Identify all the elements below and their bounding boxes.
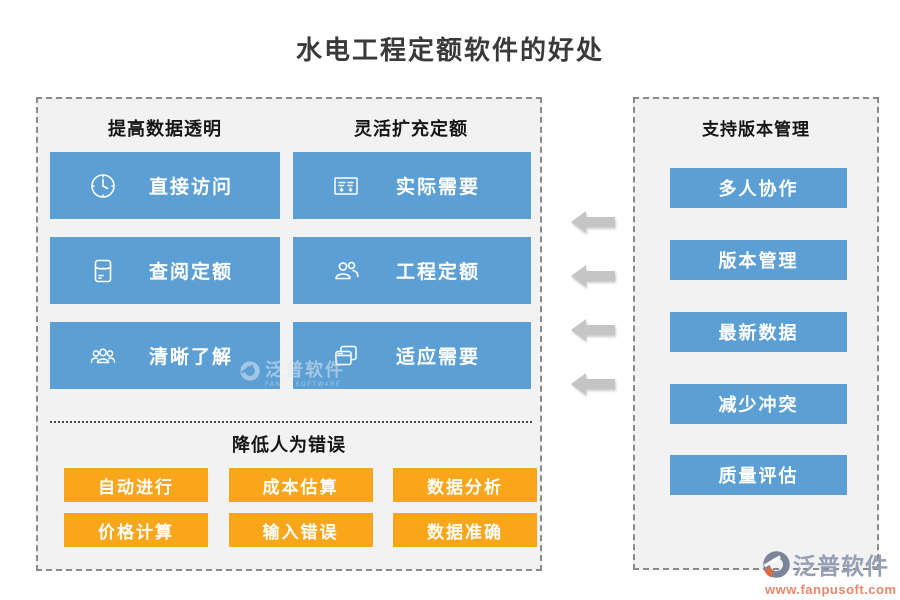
tag-input-error: 输入错误: [228, 513, 373, 547]
feature-box-project-quota: 工程定额: [293, 237, 531, 304]
feature-box-direct-access: 直接访问: [50, 152, 280, 219]
benefits-panel: 提高数据透明 灵活扩充定额 直接访问 查阅定: [36, 97, 542, 571]
feature-box-actual-needs: 实际需要: [293, 152, 531, 219]
feature-label: 实际需要: [395, 177, 480, 198]
arrow-left-icon: [571, 264, 615, 288]
fanpu-brand-logo: 泛普软件 www.fanpusoft.com: [763, 547, 897, 597]
column-header-data-transparency: 提高数据透明: [108, 119, 222, 139]
error-reduction-grid: 自动进行 成本估算 数据分析 价格计算 输入错误 数据准确: [64, 468, 537, 558]
page-title: 水电工程定额软件的好处: [295, 35, 604, 65]
feature-label: 适应需要: [395, 347, 480, 368]
tag-cost-estimate: 成本估算: [228, 468, 373, 502]
fanpu-logo-icon: [763, 550, 790, 578]
document-pouch-icon: [86, 254, 120, 288]
dotted-divider: [50, 421, 532, 423]
version-item-quality-evaluation: 质量评估: [670, 455, 847, 495]
checklist-board-icon: [329, 169, 363, 203]
version-item-collaboration: 多人协作: [670, 168, 847, 208]
brand-name-text: 泛普软件: [793, 553, 889, 579]
feature-box-clear-understanding: 清晰了解: [50, 322, 280, 389]
column-header-flexible-quota: 灵活扩充定额: [354, 119, 468, 139]
clock-icon: [86, 169, 120, 203]
feature-label: 直接访问: [148, 177, 233, 198]
tag-data-analysis: 数据分析: [393, 468, 537, 502]
user-group-icon: [86, 339, 120, 373]
orange-row: 价格计算 输入错误 数据准确: [64, 513, 537, 547]
two-users-icon: [329, 254, 363, 288]
feature-label: 清晰了解: [148, 347, 233, 368]
version-panel-header: 支持版本管理: [702, 120, 810, 139]
version-item-latest-data: 最新数据: [670, 312, 847, 352]
arrow-left-icon: [571, 372, 615, 396]
feature-label: 查阅定额: [148, 262, 233, 283]
feature-box-adapt-needs: 适应需要: [293, 322, 531, 389]
version-management-panel: 支持版本管理 多人协作 版本管理 最新数据 减少冲突 质量评估: [633, 97, 879, 570]
tag-auto-process: 自动进行: [64, 468, 208, 502]
tag-price-calc: 价格计算: [64, 513, 208, 547]
feature-label: 工程定额: [395, 262, 480, 283]
brand-url-text: www.fanpusoft.com: [765, 582, 897, 597]
sub-section-header: 降低人为错误: [232, 435, 346, 455]
feature-box-consult-quota: 查阅定额: [50, 237, 280, 304]
tag-data-accuracy: 数据准确: [393, 513, 537, 547]
orange-row: 自动进行 成本估算 数据分析: [64, 468, 537, 502]
arrow-left-icon: [571, 318, 615, 342]
arrow-left-icon: [571, 210, 615, 234]
version-item-reduce-conflict: 减少冲突: [670, 384, 847, 424]
version-item-version-control: 版本管理: [670, 240, 847, 280]
copy-windows-icon: [329, 339, 363, 373]
